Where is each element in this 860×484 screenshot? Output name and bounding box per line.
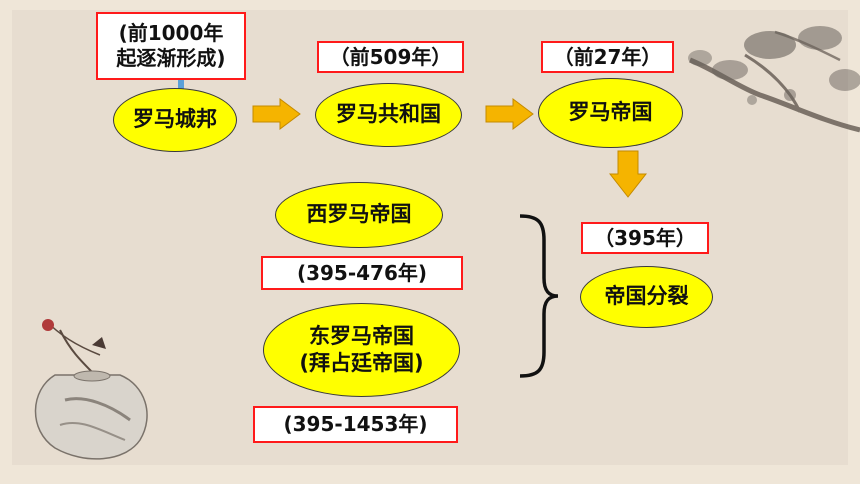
node-west: 西罗马帝国	[275, 182, 443, 248]
date-box-split: （395年）	[581, 222, 709, 254]
node-republic: 罗马共和国	[315, 83, 462, 147]
curly-brace-icon	[519, 214, 559, 378]
node-east: 东罗马帝国 (拜占廷帝国)	[263, 303, 460, 397]
arrow-right-1-icon	[252, 98, 301, 130]
date-box-west: (395-476年)	[261, 256, 463, 290]
node-empire: 罗马帝国	[538, 78, 683, 148]
arrow-down-icon	[609, 150, 647, 198]
connector-tick	[178, 80, 184, 90]
date-box-east: (395-1453年)	[253, 406, 458, 443]
branch-painting-icon	[688, 26, 860, 133]
arrow-right-2-icon	[485, 98, 534, 130]
node-city-state: 罗马城邦	[113, 88, 237, 152]
vase-painting-icon	[34, 319, 148, 460]
date-box-republic: （前509年）	[317, 41, 464, 73]
node-split: 帝国分裂	[580, 266, 713, 328]
date-box-city-state: (前1000年 起逐渐形成)	[96, 12, 246, 80]
date-box-empire: （前27年）	[541, 41, 674, 73]
